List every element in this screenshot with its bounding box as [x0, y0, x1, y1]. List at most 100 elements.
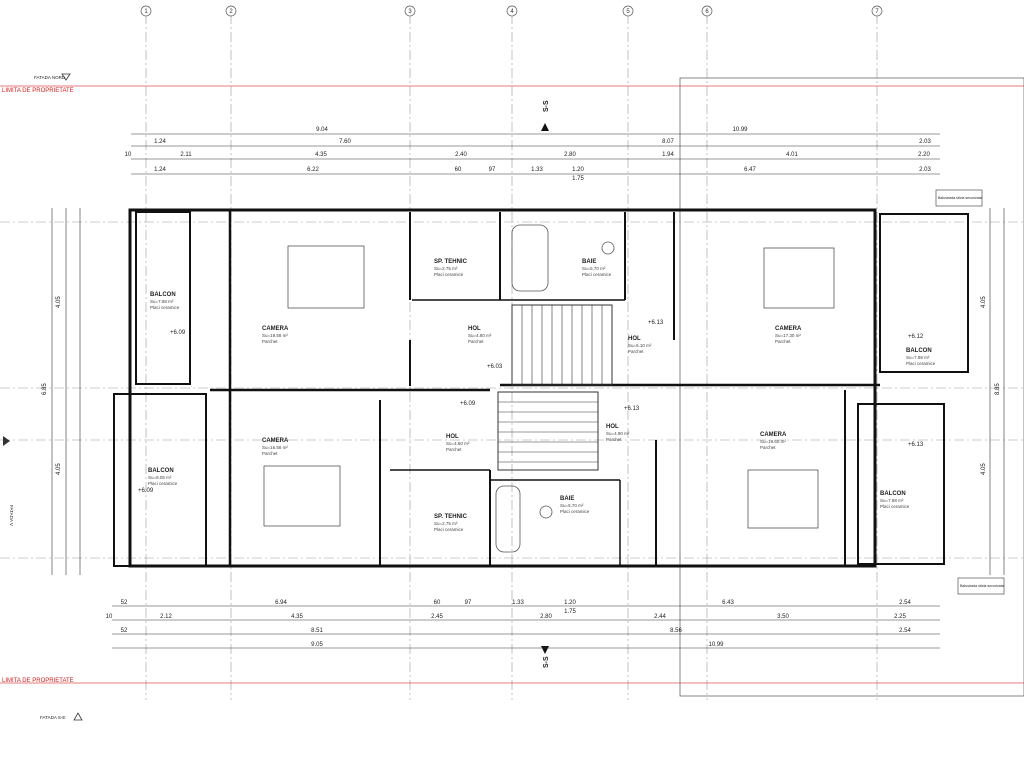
dimension-label: 1.75 — [564, 609, 576, 615]
room-area: Su=7.88 m² — [906, 355, 930, 360]
level-mark: +6.09 — [460, 401, 476, 407]
facade-label-top: FATADA NORD — [34, 75, 66, 80]
room-finish: Placi ceramice — [148, 481, 178, 486]
room-area: Su=5.70 m² — [582, 266, 606, 271]
room-name: BALCON — [880, 491, 906, 497]
axis-label: 7 — [875, 9, 879, 15]
room-finish: Placi ceramice — [880, 504, 910, 509]
room-name: CAMERA — [775, 326, 802, 332]
room-name: BALCON — [906, 348, 932, 354]
dimension-label: 8.51 — [311, 628, 323, 634]
bed-icon — [763, 247, 835, 309]
dimension-label: 2.12 — [160, 614, 172, 620]
dimension-label: 2.40 — [455, 152, 467, 158]
axis-label: 6 — [705, 9, 709, 15]
room-area: Su=8.05 m² — [148, 475, 172, 480]
room-finish: Parchet — [775, 339, 791, 344]
dimension-label: 4.35 — [291, 614, 303, 620]
dimension-label: 4.05 — [56, 463, 62, 475]
level-mark: +6.09 — [138, 488, 154, 494]
dimension-label: 1.75 — [572, 176, 584, 182]
property-limits: LIMITA DE PROPRIETATE LIMITA DE PROPRIET… — [0, 73, 1024, 721]
dimension-labels-bottom: 52 6.94 60 97 1.33 1.20 1.75 6.43 2.54 1… — [106, 600, 912, 648]
dimension-label: 1.94 — [662, 152, 674, 158]
toilet-icon — [539, 505, 553, 519]
facade-marker-top-icon — [61, 73, 71, 81]
room-finish: Parchet — [468, 339, 484, 344]
axis-label: 1 — [144, 9, 148, 15]
dimension-chains-bottom — [112, 605, 940, 649]
dimension-label: 2.54 — [899, 628, 911, 634]
facade-label-bottom: FATADA S-E — [40, 715, 65, 720]
dimension-label: 4.01 — [786, 152, 798, 158]
stairs — [497, 304, 613, 471]
section-arrow-icon — [541, 646, 549, 654]
facade-label-left: FATADA V — [9, 505, 14, 526]
balcony-ne-outline — [879, 213, 969, 373]
dimension-label: 2.80 — [540, 614, 552, 620]
toilet-icon — [601, 241, 615, 255]
room-name: CAMERA — [262, 326, 289, 332]
room-area: Su=2.75 m² — [434, 521, 458, 526]
room-name: CAMERA — [760, 432, 787, 438]
furniture — [263, 224, 835, 553]
room-area: Su=7.88 m² — [150, 299, 174, 304]
room-finish: Placi ceramice — [560, 509, 590, 514]
dimension-label: 60 — [455, 167, 462, 173]
dimension-label: 6.43 — [722, 600, 734, 606]
room-finish: Parchet — [760, 445, 776, 450]
dimension-label: 1.33 — [531, 167, 543, 173]
room-name: BALCON — [150, 292, 176, 298]
room-labels: BALCON Su=7.88 m² Placi ceramice CAMERA … — [148, 259, 936, 532]
room-area: Su=5.10 m² — [628, 343, 652, 348]
room-finish: Parchet — [262, 451, 278, 456]
bed-icon — [263, 465, 341, 527]
dimension-label: 1.20 — [572, 167, 584, 173]
facade-marker-bottom-icon — [73, 712, 83, 721]
room-finish: Placi ceramice — [434, 527, 464, 532]
dimension-label: 8.85 — [995, 383, 1001, 395]
balcony-sw-outline — [113, 393, 207, 567]
dimension-label: 4.05 — [56, 296, 62, 308]
dimension-label: 2.25 — [894, 614, 906, 620]
room-name: SP. TEHNIC — [434, 259, 468, 265]
axis-label: 2 — [229, 9, 233, 15]
dimension-label: 10.99 — [708, 642, 724, 648]
level-mark: +6.13 — [648, 320, 664, 326]
room-name: BAIE — [582, 259, 596, 265]
dimension-label: 1.24 — [154, 139, 166, 145]
dimension-label: 2.11 — [180, 152, 192, 158]
room-name: CAMERA — [262, 438, 289, 444]
level-mark: +6.09 — [170, 330, 186, 336]
room-finish: Parchet — [628, 349, 644, 354]
dimension-label: 10 — [125, 152, 132, 158]
dimension-label: 97 — [489, 167, 496, 173]
level-marks: +6.09 +6.03 +6.09 +6.13 +6.12 +6.13 +6.1… — [138, 320, 924, 494]
dimension-label: 6.85 — [42, 383, 48, 395]
dimension-label: 6.94 — [275, 600, 287, 606]
dimension-label: 1.20 — [564, 600, 576, 606]
section-label-top: S-S — [543, 100, 550, 112]
annotations: Balustrada sticla securizata Balustrada … — [935, 189, 1005, 595]
dimension-label: 10.99 — [732, 127, 748, 133]
room-finish: Placi ceramice — [150, 305, 180, 310]
bed-icon — [747, 469, 819, 529]
dimension-label: 2.44 — [654, 614, 666, 620]
section-arrow-icon — [541, 123, 549, 131]
level-mark: +6.12 — [908, 334, 924, 340]
axis-bubbles: 1 2 3 4 5 6 7 — [140, 5, 883, 17]
dimension-label: 6.22 — [307, 167, 319, 173]
dimension-label: 10 — [106, 614, 113, 620]
bathtub-icon — [495, 485, 521, 553]
bed-icon — [287, 245, 365, 309]
dimension-label: 8.07 — [662, 139, 674, 145]
dimension-chains-sides — [51, 208, 1005, 575]
dimension-label: 2.03 — [919, 167, 931, 173]
level-mark: +6.13 — [908, 442, 924, 448]
level-mark: +6.13 — [624, 406, 640, 412]
dimension-label: 2.20 — [918, 152, 930, 158]
room-area: Su=16.58 m² — [262, 445, 288, 450]
walls — [113, 208, 969, 568]
dimension-labels-top: 9.04 10.99 1.24 7.60 8.07 2.03 10 2.11 4… — [125, 127, 932, 182]
